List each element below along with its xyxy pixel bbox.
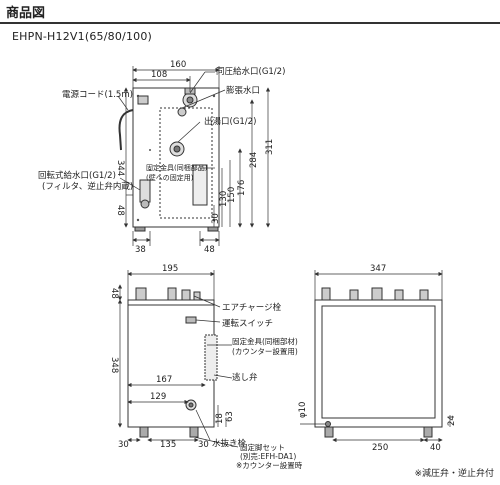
dim-108: 108 — [151, 70, 167, 80]
label-air-charge: エアチャージ栓 — [222, 302, 282, 313]
dim-347: 347 — [370, 264, 386, 274]
nigashi-valve-icon — [204, 334, 218, 381]
dim-38: 38 — [135, 245, 146, 255]
front-view-text: 195 48 348 167 129 63 18 30 135 30 エアチャー… — [109, 264, 303, 470]
label-run-switch: 運転スイッチ — [222, 319, 273, 329]
label-mizunuki: 水抜き栓 — [212, 438, 247, 449]
dim-160: 160 — [170, 60, 186, 70]
footnote: ※減圧弁・逆止弁付 — [414, 469, 494, 479]
anchor-hole-icon — [325, 421, 331, 427]
label-kaiten-2: (フィルタ、逆止弁内蔵) — [42, 181, 133, 192]
label-ashi-1: 固定脚セット — [240, 442, 285, 452]
power-plug-icon — [137, 95, 149, 105]
header-divider — [0, 22, 500, 24]
dim-195: 195 — [162, 264, 178, 274]
power-cord-icon — [118, 109, 134, 151]
top-view — [117, 66, 271, 246]
label-kaiten-1: 回転式給水口(G1/2) — [38, 170, 116, 181]
front-view-body — [127, 299, 215, 428]
dim-130: 130 — [219, 191, 229, 207]
dim-344: 344 — [115, 160, 125, 176]
dim-135: 135 — [160, 440, 176, 450]
mizunuki-plug-icon — [185, 399, 197, 411]
front-view — [117, 270, 239, 448]
dim-30: 30 — [211, 213, 221, 224]
front-view-leaders — [193, 295, 239, 448]
dim-167: 167 — [156, 375, 172, 385]
side-view-body — [314, 299, 443, 428]
top-view-rivets — [136, 94, 216, 222]
side-view — [300, 270, 451, 443]
dim-250: 250 — [372, 443, 388, 453]
shutou-outlet-icon — [169, 141, 185, 157]
label-kotei-front-1: 固定金具(同梱部材) — [232, 336, 298, 346]
label-ashi-3: ※カウンター設置時 — [236, 460, 303, 470]
side-view-text: 347 250 φ10 24 40 — [298, 264, 457, 453]
label-nigashi: 逃し弁 — [232, 372, 258, 383]
dim-311: 311 — [265, 139, 275, 155]
dim-348: 348 — [109, 357, 119, 373]
top-view-text: 160 108 344 48 311 284 176 150 130 30 38… — [38, 60, 285, 255]
label-kotei-top-1: 固定金具(同梱部品) — [146, 163, 208, 172]
side-view-dimensions — [300, 270, 451, 443]
dim-24: 24 — [447, 415, 457, 426]
dim-48-bottom: 48 — [204, 245, 215, 255]
dim-40: 40 — [430, 443, 441, 453]
label-shutou: 出湯口(G1/2) — [204, 116, 256, 127]
label-bouchou: 膨張水口 — [226, 85, 260, 96]
dim-150: 150 — [227, 187, 237, 203]
dim-30-left: 30 — [118, 440, 129, 450]
dim-176: 176 — [237, 180, 247, 196]
dim-129: 129 — [150, 392, 166, 402]
dim-284: 284 — [249, 152, 259, 168]
top-view-leaders — [117, 71, 226, 191]
dim-48-front: 48 — [109, 288, 119, 299]
front-view-dimensions — [117, 270, 227, 443]
kotei-bracket-icon — [192, 164, 208, 206]
top-view-dimensions — [123, 66, 271, 246]
page-header: 商品図 — [0, 0, 500, 26]
label-douatsu: 同圧給水口(G1/2) — [216, 66, 285, 77]
bouchou-outlet-icon — [177, 107, 187, 117]
front-top-fittings — [135, 287, 201, 301]
dim-30-right: 30 — [198, 440, 209, 450]
dim-18: 18 — [215, 413, 225, 424]
page-title: 商品図 — [6, 6, 46, 21]
label-ashi-2: (別売:EFH-DA1) — [240, 451, 296, 461]
dim-63: 63 — [225, 411, 235, 422]
kaiten-inlet-icon — [139, 179, 151, 209]
run-switch-icon — [185, 316, 197, 324]
model-name: EHPN-H12V1(65/80/100) — [12, 30, 153, 43]
label-kotei-top-2: (壁への固定用) — [146, 173, 194, 182]
label-kotei-front-2: (カウンター設置用) — [232, 346, 298, 356]
top-view-inner-frame — [159, 107, 213, 219]
dim-48-top: 48 — [115, 205, 125, 216]
label-dengen: 電源コード(1.5m) — [62, 90, 133, 100]
side-top-fittings — [321, 287, 429, 301]
dim-phi10: φ10 — [298, 402, 308, 418]
